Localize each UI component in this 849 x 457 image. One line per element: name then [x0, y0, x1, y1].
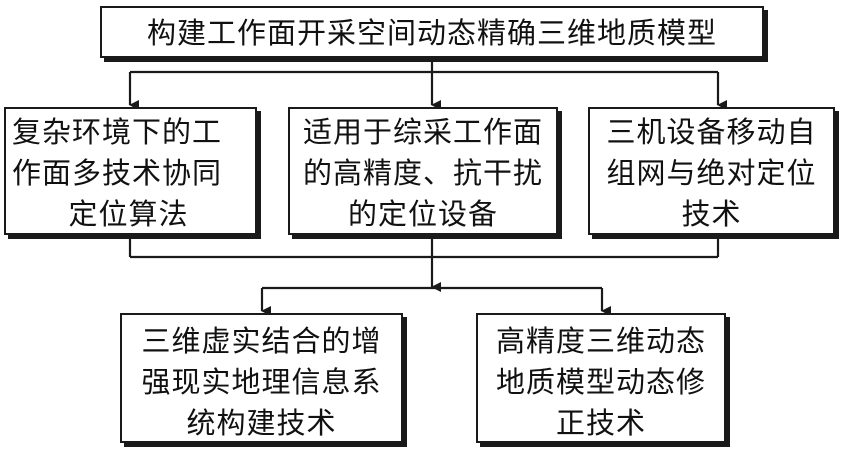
mobile-network-line-1: 三机设备移动自	[606, 115, 817, 149]
ar-gis-line-3: 统构建技术	[186, 406, 337, 440]
model-correction-line-3: 正技术	[555, 406, 646, 440]
top-goal-text: 构建工作面开采空间动态精确三维地质模型	[146, 16, 717, 50]
positioning-algorithm-box: 复杂环境下的工 作面多技术协同 定位算法	[4, 107, 257, 235]
model-correction-box: 高精度三维动态 地质模型动态修 正技术	[476, 313, 726, 443]
positioning-algorithm-line-3: 定位算法	[68, 197, 189, 231]
ar-gis-line-2: 强现实地理信息系	[141, 365, 382, 399]
ar-gis-box: 三维虚实结合的增 强现实地理信息系 统构建技术	[120, 313, 403, 443]
positioning-device-line-3: 的定位设备	[347, 197, 498, 231]
positioning-device-line-1: 适用于综采工作面	[302, 115, 543, 149]
mobile-network-line-2: 组网与绝对定位	[606, 156, 817, 190]
positioning-device-line-2: 的高精度、抗干扰	[302, 156, 543, 190]
top-goal-box: 构建工作面开采空间动态精确三维地质模型	[100, 6, 764, 58]
ar-gis-line-1: 三维虚实结合的增	[141, 324, 382, 358]
positioning-algorithm-line-1: 复杂环境下的工	[12, 115, 223, 149]
model-correction-line-1: 高精度三维动态	[495, 324, 706, 358]
positioning-algorithm-line-2: 作面多技术协同	[12, 156, 223, 190]
mobile-network-line-3: 技术	[681, 197, 742, 231]
positioning-device-box: 适用于综采工作面 的高精度、抗干扰 的定位设备	[288, 107, 558, 235]
model-correction-line-2: 地质模型动态修	[495, 365, 706, 399]
mobile-network-box: 三机设备移动自 组网与绝对定位 技术	[588, 107, 835, 235]
